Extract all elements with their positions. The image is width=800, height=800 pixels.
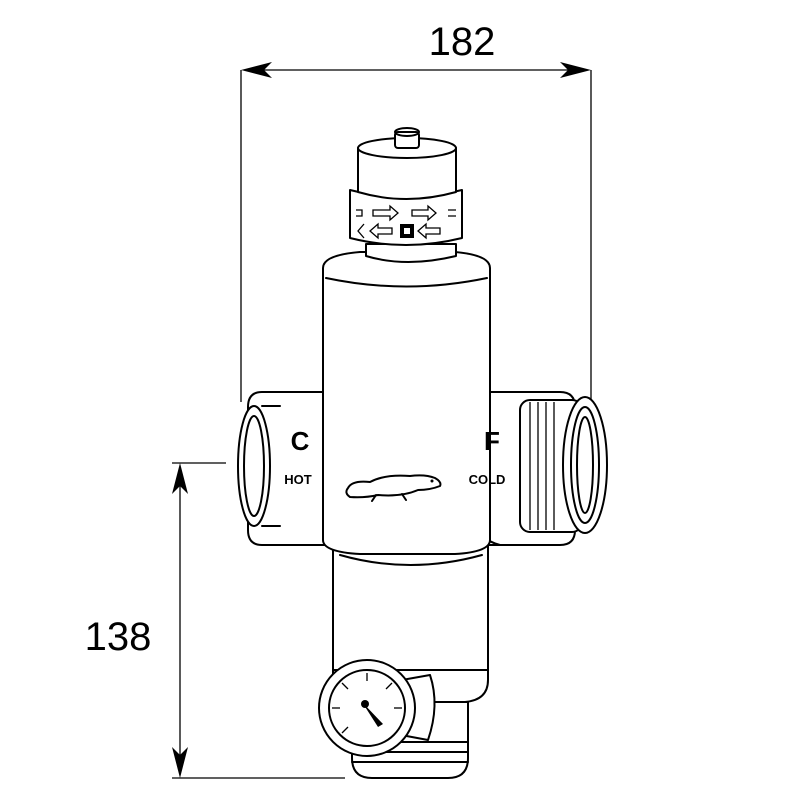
cold-port: [463, 391, 608, 546]
cold-port-letter: F: [484, 426, 500, 456]
width-dimension-label: 182: [429, 20, 496, 64]
hot-port: [237, 391, 341, 546]
hot-port-label: HOT: [284, 472, 312, 487]
height-dimension-label: 138: [85, 615, 152, 659]
adjustment-knob: [349, 127, 463, 263]
hot-port-letter: C: [291, 426, 310, 456]
beaver-logo-icon: [345, 474, 442, 502]
thermometer-gauge-icon: [318, 659, 436, 757]
valve-body: C HOT F COLD: [237, 127, 608, 779]
width-dimension: 182: [240, 20, 592, 402]
cold-port-label: COLD: [469, 472, 506, 487]
height-dimension: 138: [85, 462, 345, 779]
arrow-icons: [356, 204, 456, 240]
